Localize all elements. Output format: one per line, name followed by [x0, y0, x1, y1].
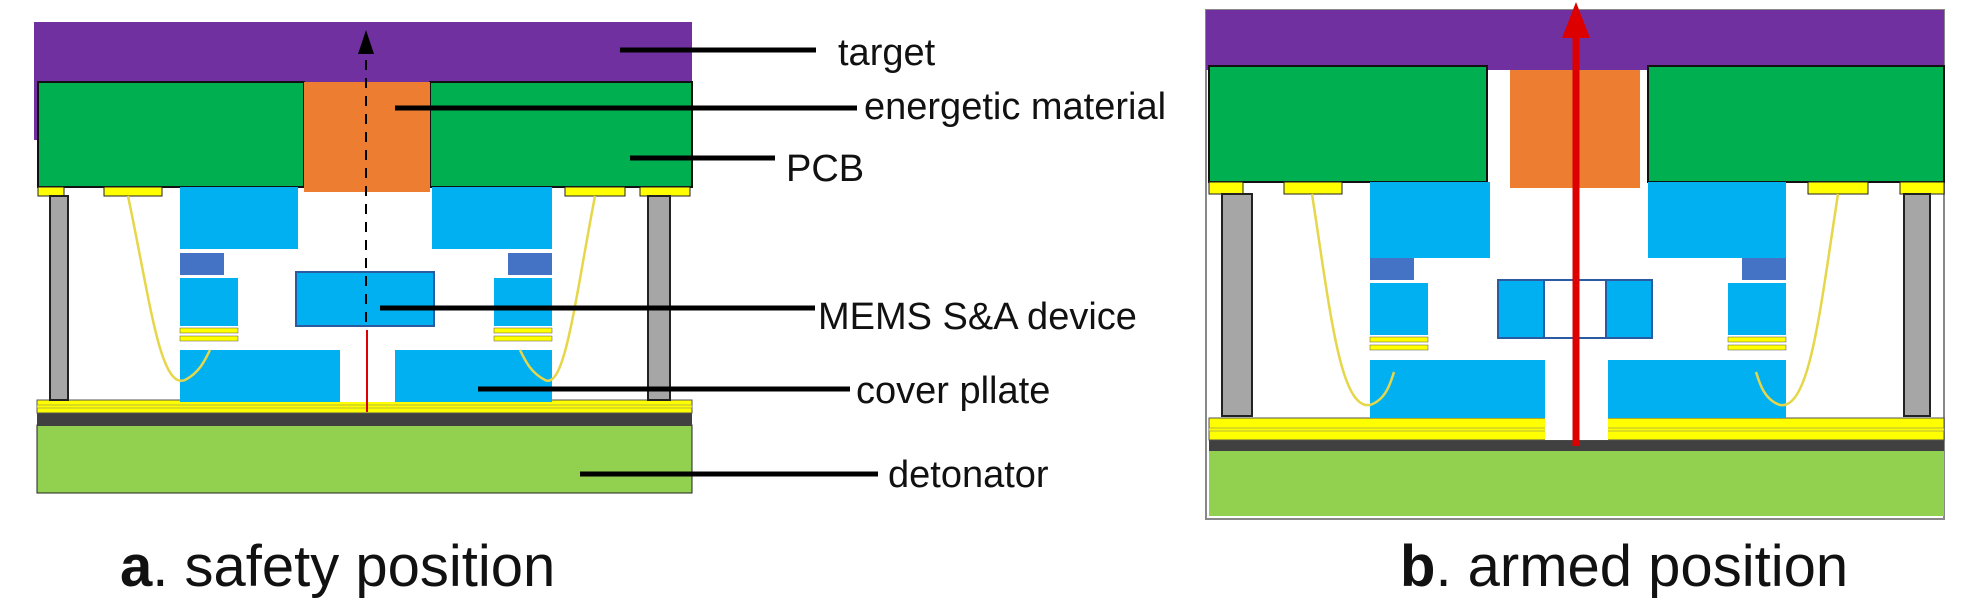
label-mems: MEMS S&A device — [818, 296, 1137, 338]
mems-thin-right2-a — [493, 335, 553, 342]
label-cover-plate: cover pllate — [856, 370, 1051, 412]
panel-b — [1205, 2, 1945, 520]
caption-b-text: . armed position — [1435, 534, 1849, 599]
pcb-left-a — [37, 81, 305, 188]
arrow-head-b — [1562, 2, 1590, 38]
caption-b: b. armed position — [1400, 538, 1848, 596]
mems-thin-right-a — [493, 327, 553, 334]
mems-thin-left2-a — [179, 335, 239, 342]
caption-b-letter: b — [1400, 534, 1436, 599]
pad-b-1 — [1208, 181, 1244, 195]
pcb-right-a — [429, 81, 693, 188]
mems-side-right-a — [494, 278, 552, 326]
mems-upper-left-b — [1370, 182, 1490, 258]
pad-a-4 — [639, 186, 691, 197]
wire-right-b — [1754, 193, 1840, 407]
mems-side-left-b — [1370, 283, 1428, 335]
label-detonator: detonator — [888, 454, 1049, 496]
mems-tab-right-a — [508, 253, 552, 275]
mems-thin-left-a — [179, 327, 239, 334]
mems-side-right-b — [1728, 283, 1786, 335]
mems-side-left-a — [180, 278, 238, 326]
mems-tab-left-b — [1370, 258, 1414, 280]
detonator-b — [1209, 450, 1944, 516]
mems-slider-left-b — [1497, 279, 1545, 339]
mems-slider-right-b — [1605, 279, 1653, 339]
mems-bottom-left-a — [180, 350, 340, 402]
caption-a: a. safety position — [120, 538, 555, 596]
pillar-right-a — [647, 195, 671, 401]
leaders-a — [380, 47, 878, 477]
pad-a-3 — [564, 186, 626, 197]
mems-tab-right-b — [1742, 258, 1786, 280]
arrow-head-a — [358, 30, 374, 54]
mems-thin-right2-b — [1727, 344, 1787, 351]
pillar-left-a — [49, 195, 69, 401]
mems-bottom-left-b — [1370, 360, 1545, 418]
pcb-left-b — [1208, 65, 1488, 183]
caption-a-text: . safety position — [152, 534, 556, 599]
pcb-right-b — [1647, 65, 1945, 183]
mems-upper-right-a — [432, 187, 552, 249]
cover-layer-dark-a — [37, 412, 692, 426]
caption-a-letter: a — [120, 534, 153, 599]
cover-layer-thin-a — [36, 404, 693, 409]
pad-b-3 — [1807, 181, 1869, 195]
mems-thin-right-b — [1727, 336, 1787, 343]
mems-thin-left-b — [1369, 336, 1429, 343]
panel-a — [34, 22, 693, 494]
label-pcb: PCB — [786, 148, 865, 190]
wire-left-b — [1310, 193, 1396, 407]
mems-upper-right-b — [1648, 182, 1786, 258]
mems-bottom-right-b — [1608, 360, 1786, 418]
wire-left-a — [126, 195, 212, 382]
mems-bottom-right-a — [395, 350, 552, 402]
pad-a-1 — [37, 186, 65, 197]
wire-right-a — [518, 195, 597, 382]
label-target: target — [838, 32, 936, 74]
mems-thin-left2-b — [1369, 344, 1429, 351]
pad-b-4 — [1899, 181, 1945, 195]
mems-upper-left-a — [180, 187, 298, 249]
pad-b-2 — [1283, 181, 1343, 195]
pad-a-2 — [103, 186, 163, 197]
pillar-right-b — [1903, 193, 1931, 417]
mems-tab-left-a — [180, 253, 224, 275]
detonator-a — [36, 424, 693, 494]
label-energetic-material: energetic material — [864, 86, 1167, 128]
pillar-left-b — [1221, 193, 1253, 417]
